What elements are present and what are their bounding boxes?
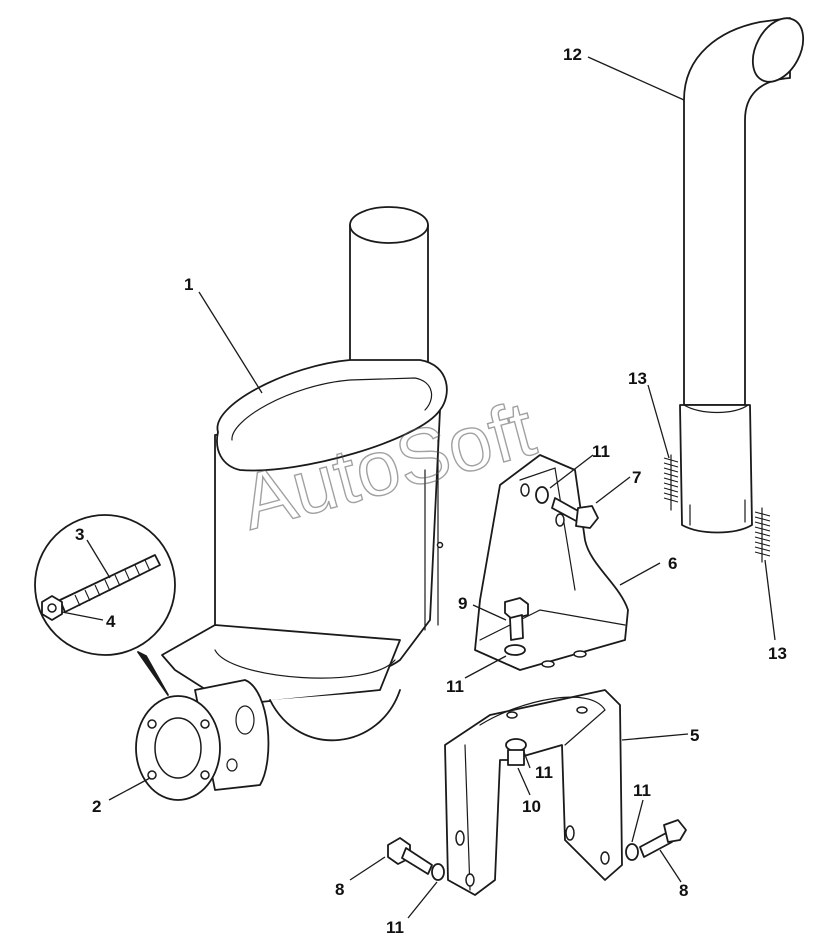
callout-3: 3 [75, 525, 84, 544]
bolt-8-right [625, 819, 687, 861]
lower-bracket [444, 689, 623, 896]
callout-4: 4 [106, 612, 116, 631]
callout-2: 2 [92, 797, 101, 816]
callout-11-left: 11 [386, 918, 404, 937]
callout-9: 9 [458, 594, 467, 613]
leader-lines [61, 56, 776, 919]
bolt-7 [535, 486, 599, 529]
callout-11-nut: 11 [535, 763, 553, 782]
callout-5: 5 [690, 726, 699, 745]
muffler [161, 206, 448, 742]
callout-13-lower: 13 [768, 644, 787, 663]
stud-detail-callout [34, 514, 176, 696]
callout-7: 7 [632, 468, 641, 487]
tail-pipe [679, 17, 805, 534]
bolt-9 [504, 597, 529, 656]
callout-8-left: 8 [335, 880, 344, 899]
callout-12: 12 [563, 45, 582, 64]
callout-10: 10 [522, 797, 541, 816]
spring-right [754, 507, 771, 563]
nut-10 [505, 738, 527, 766]
callout-1: 1 [184, 275, 193, 294]
callout-6: 6 [668, 554, 677, 573]
callout-11-bolt9: 11 [446, 677, 464, 696]
callout-11-upper: 11 [592, 442, 610, 461]
callout-13-upper: 13 [628, 369, 647, 388]
bolt-8-left [387, 837, 445, 881]
inlet-flange [135, 679, 270, 801]
spring-left [663, 454, 679, 511]
callout-8-right: 8 [679, 881, 688, 900]
callout-11-right: 11 [633, 781, 651, 800]
